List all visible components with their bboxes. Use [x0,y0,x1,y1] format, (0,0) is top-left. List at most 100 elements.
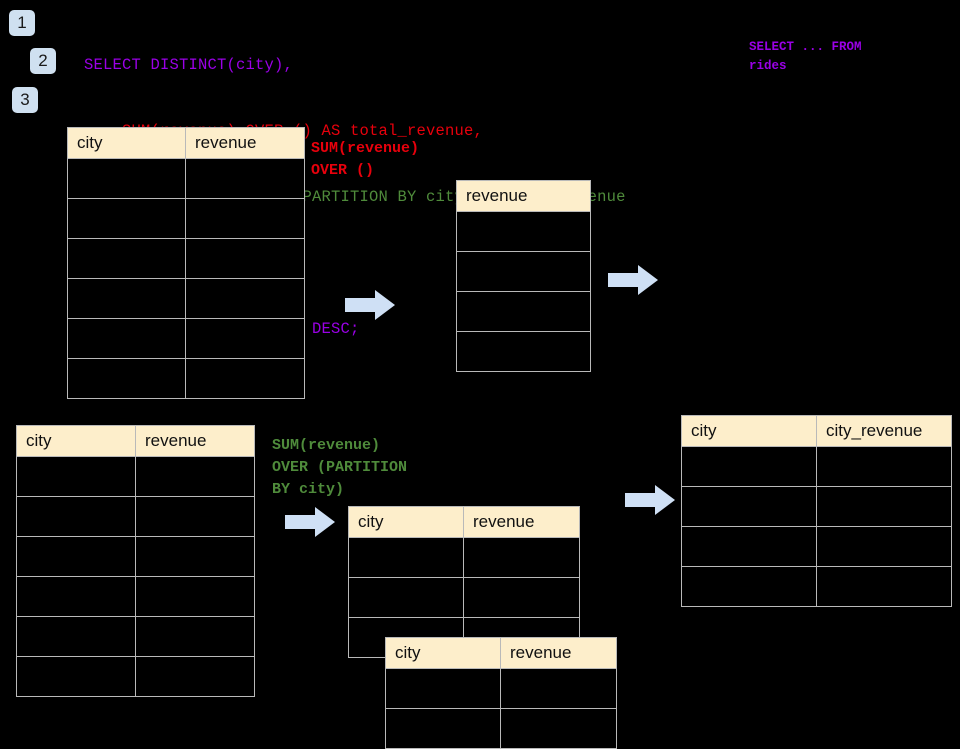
table-row [681,486,952,527]
table-row [16,456,255,497]
cell-city [67,238,186,279]
table-row [67,358,305,399]
table-row [67,158,305,199]
cell-revenue [456,291,591,332]
arrow-total-revenue-to-result [608,263,658,297]
cell-city [16,456,136,497]
column-header-revenue: revenue [185,127,305,159]
column-header-city: city [348,506,464,538]
annotation-sum-over-empty: SUM(revenue) OVER () [311,140,420,179]
cell-city-revenue [816,526,952,567]
table-row [385,668,617,709]
cell-revenue [135,656,255,697]
arrow-rides-to-partitions [285,505,335,539]
rides-source-table-top: city revenue [67,127,305,399]
rides-source-table-bottom: city revenue [16,425,255,697]
column-header-city: city [681,415,817,447]
table-header-row: city revenue [348,506,580,538]
side-note-select-from-rides: SELECT ... FROM rides [749,40,862,73]
table-row [348,577,580,618]
column-header-city: city [385,637,501,669]
cell-city [67,198,186,239]
cell-city [681,566,817,607]
cell-revenue [185,318,305,359]
cell-revenue [185,238,305,279]
partition-group-table-a: city revenue [348,506,580,658]
cell-revenue [185,198,305,239]
cell-revenue [185,358,305,399]
column-header-city: city [16,425,136,457]
table-row [67,278,305,319]
cell-revenue [456,251,591,292]
annotation-sum-over-partition: SUM(revenue) OVER (PARTITION BY city) [272,437,408,498]
column-header-city-revenue: city_revenue [816,415,952,447]
table-row [385,708,617,749]
cell-revenue [463,537,580,578]
step-badge-1: 1 [9,10,35,36]
cell-revenue [185,158,305,199]
column-header-revenue: revenue [135,425,255,457]
column-header-city: city [67,127,186,159]
arrow-partitions-to-result [625,483,675,517]
cell-revenue [135,456,255,497]
cell-revenue [500,708,617,749]
sql-line-select: SELECT DISTINCT(city), [84,56,294,74]
table-header-row: city revenue [67,127,305,159]
cell-city [16,536,136,577]
column-header-revenue: revenue [463,506,580,538]
cell-city [348,577,464,618]
table-header-row: city city_revenue [681,415,952,447]
cell-city [16,656,136,697]
cell-city [67,158,186,199]
table-header-row: revenue [456,180,591,212]
cell-city [16,616,136,657]
cell-city [67,278,186,319]
table-row [456,331,591,372]
arrow-rides-to-total-revenue [345,288,395,322]
cell-revenue [135,616,255,657]
table-row [681,526,952,567]
cell-city [67,358,186,399]
cell-revenue [463,577,580,618]
cell-revenue [135,576,255,617]
cell-city-revenue [816,566,952,607]
cell-revenue [135,536,255,577]
cell-city [16,576,136,617]
cell-revenue [185,278,305,319]
diagram-canvas: 1 2 3 SELECT DISTINCT(city), SUM(revenue… [9,10,952,749]
table-row [16,576,255,617]
column-header-revenue: revenue [500,637,617,669]
table-row [456,251,591,292]
step-badge-2: 2 [30,48,56,74]
cell-revenue [135,496,255,537]
table-header-row: city revenue [385,637,617,669]
table-row [67,238,305,279]
column-header-revenue: revenue [456,180,591,212]
cell-city [385,708,501,749]
cell-city [16,496,136,537]
table-row [67,318,305,359]
cell-city [681,526,817,567]
table-row [16,496,255,537]
cell-city [67,318,186,359]
cell-revenue [500,668,617,709]
table-row [16,536,255,577]
table-row [348,537,580,578]
partition-group-table-b: city revenue [385,637,617,749]
total-revenue-table: revenue [456,180,591,372]
cell-city [385,668,501,709]
table-row [67,198,305,239]
cell-revenue [456,331,591,372]
table-row [16,656,255,697]
step-badge-3: 3 [12,87,38,113]
table-header-row: city revenue [16,425,255,457]
cell-revenue [456,211,591,252]
cell-city [348,537,464,578]
cell-city [681,446,817,487]
table-row [456,291,591,332]
cell-city-revenue [816,486,952,527]
table-row [681,566,952,607]
table-row [16,616,255,657]
cell-city-revenue [816,446,952,487]
table-row [456,211,591,252]
